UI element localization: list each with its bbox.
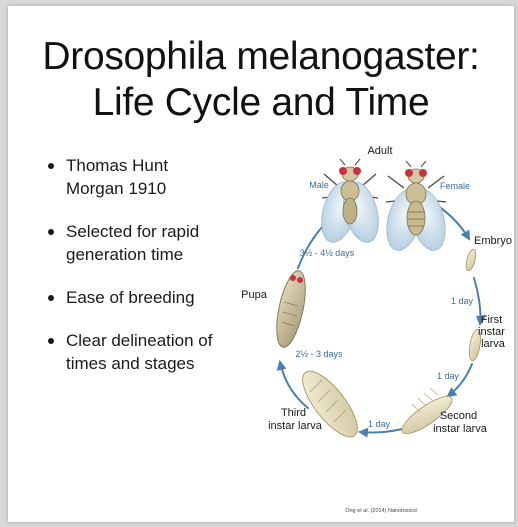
first-instar-label-line: First <box>481 314 502 326</box>
pupa-icon <box>271 268 311 349</box>
citation-text: Ong et al. (2014) Nanotoxicol <box>345 508 417 514</box>
pupa-label: Pupa <box>241 289 268 301</box>
male-fly-icon <box>316 159 385 246</box>
duration-embryo-to-first: 1 day <box>451 296 474 306</box>
third-instar-label-line: instar larva <box>268 420 323 432</box>
life-cycle-diagram: Adult Male Female Embryo First instar la… <box>8 6 514 522</box>
female-fly-icon <box>381 161 451 254</box>
arrow-embryo-to-first <box>474 278 480 324</box>
embryo-icon <box>464 248 477 271</box>
second-instar-label: Second instar larva <box>433 410 488 435</box>
first-instar-label: First instar larva <box>478 314 508 350</box>
duration-third-to-pupa: 2½ - 3 days <box>295 349 343 359</box>
slide: Drosophila melanogaster: Life Cycle and … <box>8 6 514 522</box>
embryo-label: Embryo <box>474 235 512 247</box>
adult-label: Adult <box>367 145 392 157</box>
second-instar-label-line: Second <box>440 410 477 422</box>
male-label: Male <box>309 180 329 190</box>
duration-second-to-third: 1 day <box>368 419 391 429</box>
duration-pupa-to-adult: 3½ - 4½ days <box>300 248 355 258</box>
duration-first-to-second: 1 day <box>437 371 460 381</box>
third-instar-label-line: Third <box>281 407 306 419</box>
first-instar-label-line: instar <box>478 326 505 338</box>
third-instar-label: Third instar larva <box>268 407 323 432</box>
second-instar-label-line: instar larva <box>433 423 488 435</box>
female-label: Female <box>440 181 470 191</box>
first-instar-label-line: larva <box>481 338 506 350</box>
